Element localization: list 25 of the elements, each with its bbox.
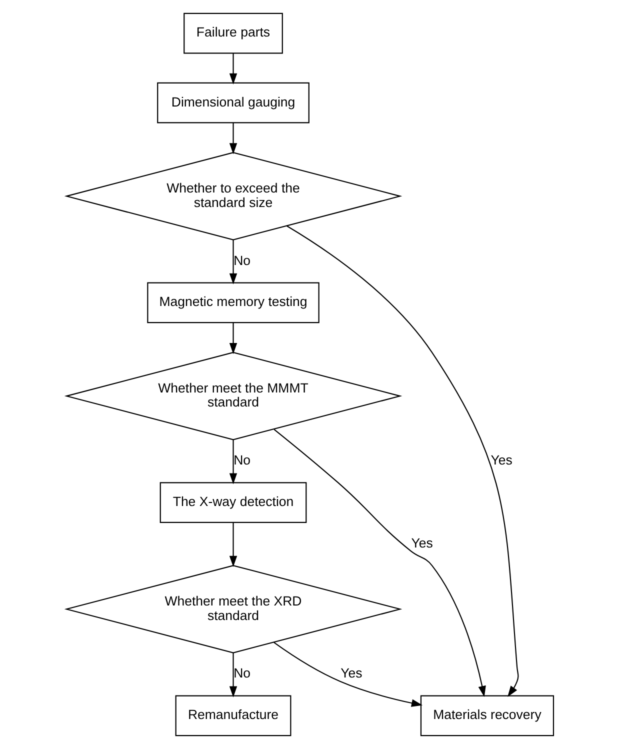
node-box: Failure parts	[183, 12, 282, 54]
arrow	[228, 53, 237, 84]
arrow	[273, 642, 422, 706]
edge-label: Yes	[410, 534, 432, 550]
node-box: Dimensional gauging	[156, 82, 309, 123]
node-box: Materials recovery	[420, 694, 554, 736]
edge-label: No	[233, 665, 250, 680]
edge-label: No	[233, 452, 250, 468]
node-diamond: Whether meet the XRD standard	[64, 564, 402, 653]
arrow	[228, 439, 237, 484]
edge-label: No	[233, 252, 250, 268]
arrow	[228, 522, 237, 566]
node-box: Magnetic memory testing	[146, 282, 319, 323]
arrow	[228, 240, 237, 284]
edge-label: Yes	[490, 452, 512, 468]
arrow	[228, 652, 237, 697]
node-box: Remanufacture	[174, 694, 291, 736]
arrow	[228, 122, 237, 154]
arrow	[228, 322, 237, 354]
node-diamond: Whether to exceed the standard size	[64, 151, 402, 240]
arrow	[273, 428, 486, 696]
edge-label: Yes	[340, 665, 362, 680]
arrow	[286, 224, 518, 696]
node-box: The X-way detection	[159, 482, 306, 523]
node-diamond: Whether meet the MMMT standard	[64, 351, 402, 440]
